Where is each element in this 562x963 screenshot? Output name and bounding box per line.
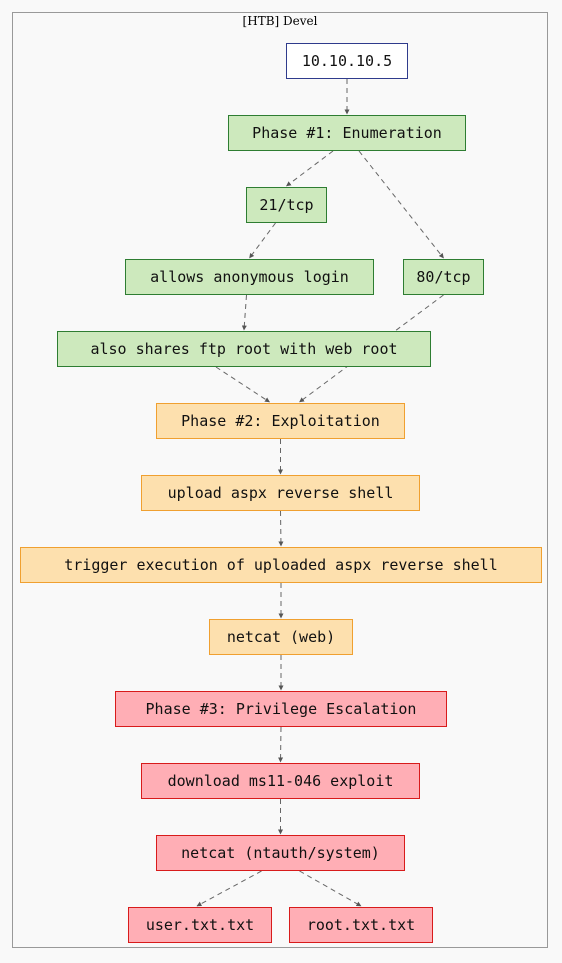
node-upload-shell: upload aspx reverse shell <box>141 475 420 511</box>
node-netcat-system: netcat (ntauth/system) <box>156 835 405 871</box>
edge-shares-to-phase2 <box>215 366 270 403</box>
node-root-flag: root.txt.txt <box>289 907 433 943</box>
node-phase3-privesc: Phase #3: Privilege Escalation <box>115 691 447 727</box>
edge-anon-to-shares <box>241 294 247 331</box>
node-user-flag: user.txt.txt <box>128 907 272 943</box>
edge-phase1-to-tcp21 <box>286 150 334 187</box>
node-target-ip: 10.10.10.5 <box>286 43 408 79</box>
node-anonymous-login: allows anonymous login <box>125 259 374 295</box>
cluster-title: [HTB] Devel <box>242 14 318 28</box>
edge-tcp21-to-anon <box>249 222 276 259</box>
edge-tcp80-to-phase2 <box>299 294 444 403</box>
edge-netcat_sys-to-user <box>196 870 262 907</box>
node-trigger-shell: trigger execution of uploaded aspx rever… <box>20 547 542 583</box>
edge-upload-to-trigger <box>278 510 284 547</box>
node-download-exploit: download ms11-046 exploit <box>141 763 420 799</box>
node-port-21: 21/tcp <box>246 187 327 223</box>
node-phase1-enumeration: Phase #1: Enumeration <box>228 115 466 151</box>
edge-netcat_sys-to-root <box>299 870 362 907</box>
node-phase2-exploitation: Phase #2: Exploitation <box>156 403 405 439</box>
edge-phase1-to-tcp80 <box>358 150 444 259</box>
edge-phase3-to-download <box>278 726 284 763</box>
node-port-80: 80/tcp <box>403 259 484 295</box>
node-shared-ftp-web-root: also shares ftp root with web root <box>57 331 431 367</box>
node-netcat-web: netcat (web) <box>209 619 353 655</box>
